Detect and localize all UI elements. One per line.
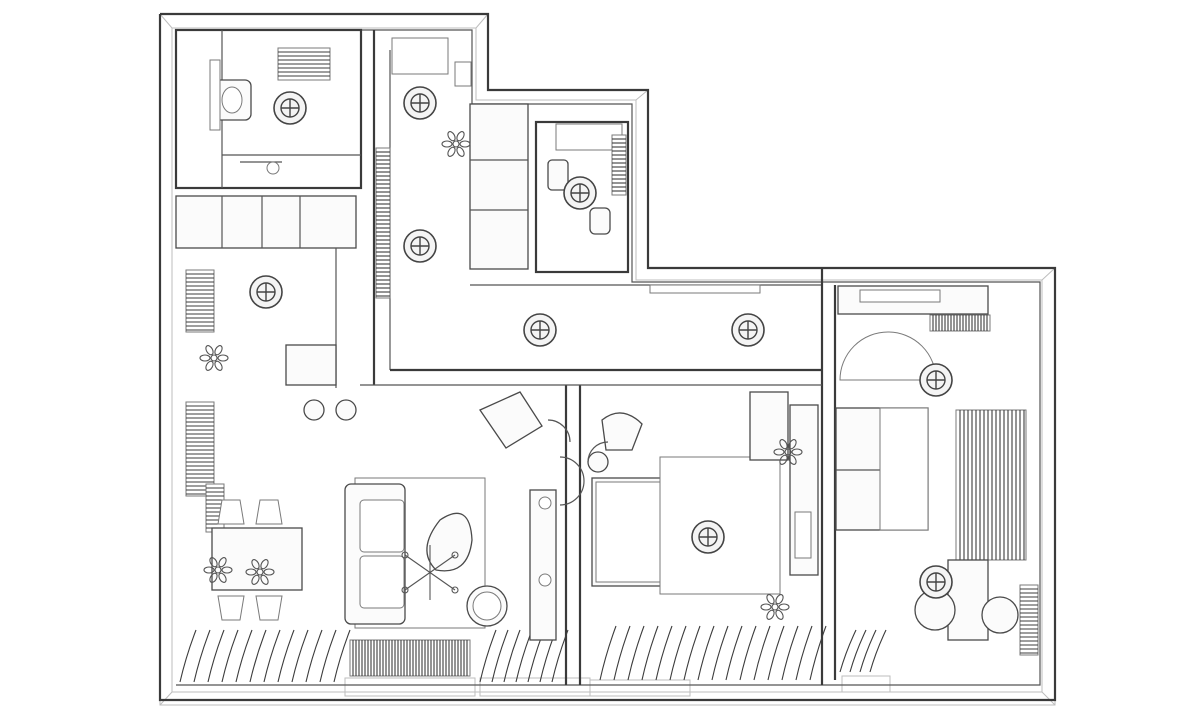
ceiling-lamp-icon — [403, 86, 437, 120]
window-icon — [185, 269, 215, 333]
curtain-folds — [599, 625, 827, 681]
living-furniture — [211, 391, 557, 641]
curtain-folds — [179, 629, 351, 683]
ceiling-lamp-icon — [919, 363, 953, 397]
armchair — [479, 391, 543, 449]
plant-icon — [760, 594, 790, 620]
curtain-folds — [839, 629, 887, 673]
radiator-icon — [375, 147, 391, 299]
bedroom-one-furniture — [587, 391, 819, 595]
radiator-icon — [611, 134, 627, 196]
plant-icon — [245, 559, 275, 585]
exterior-walls — [158, 12, 1057, 702]
hatched-elements — [179, 47, 1039, 683]
plant-icon — [773, 439, 803, 465]
desk — [947, 559, 989, 641]
radiator-icon — [929, 314, 991, 332]
dining-table — [211, 527, 303, 591]
toilet-icon — [589, 207, 611, 235]
ceiling-lamp-icon — [919, 565, 953, 599]
plants — [199, 131, 803, 620]
ceiling-lamp-icon — [563, 176, 597, 210]
plant-icon — [441, 131, 471, 157]
ceiling-lamp-icon — [731, 313, 765, 347]
plant-icon — [199, 345, 229, 371]
radiator-icon — [1019, 584, 1039, 656]
ceiling-lamps — [249, 86, 953, 599]
ceiling-lamp-icon — [273, 91, 307, 125]
radiator-icon — [277, 47, 331, 81]
tv-unit — [529, 489, 557, 641]
radiator-icon — [349, 639, 471, 677]
bathroom-fixtures — [209, 59, 623, 235]
window-icon — [185, 401, 215, 497]
pendant-fixture — [401, 545, 459, 600]
wardrobe — [749, 391, 789, 461]
window-icon — [955, 409, 1027, 561]
door-icon — [391, 37, 941, 506]
ceiling-lamp-icon — [403, 229, 437, 263]
ceiling-lamp-icon — [691, 520, 725, 554]
ceiling-lamp-icon — [249, 275, 283, 309]
ceiling-lamp-icon — [523, 313, 557, 347]
chair-icon — [217, 499, 283, 621]
interior-walls — [174, 28, 837, 685]
plant-icon — [203, 557, 233, 583]
radiator-icon — [547, 159, 569, 191]
